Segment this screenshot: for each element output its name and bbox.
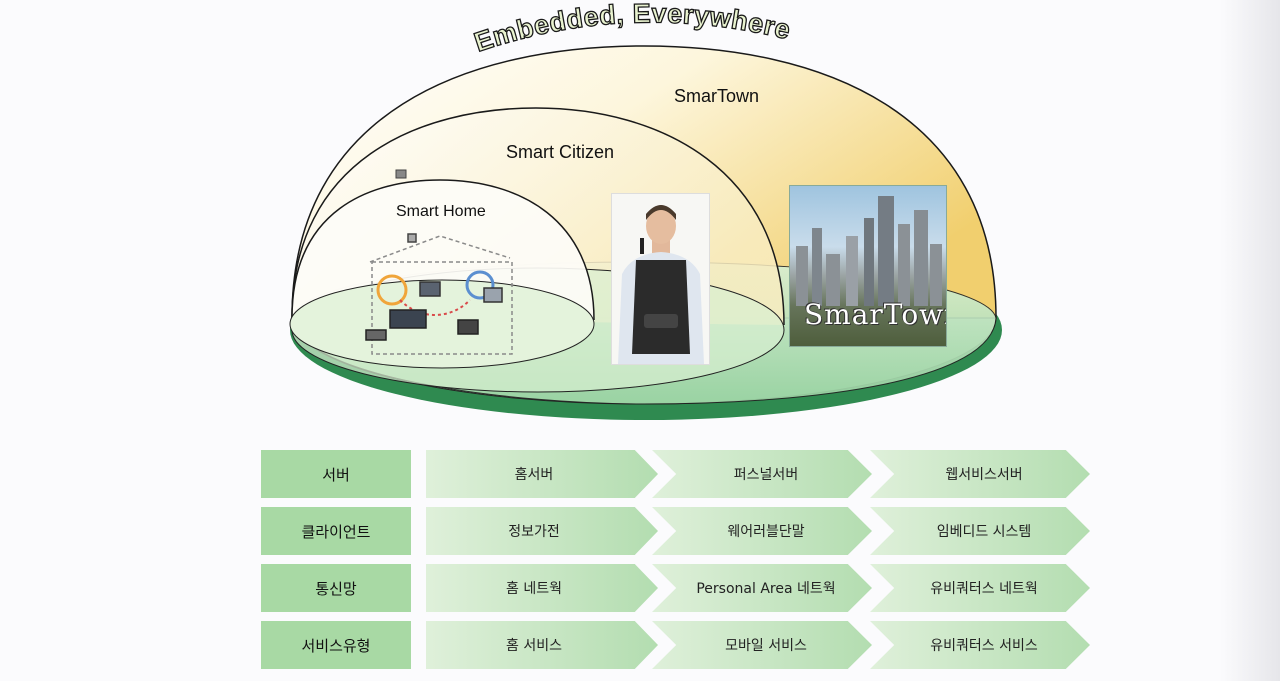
page-edge-shadow (1220, 0, 1280, 681)
cell-client-home: 정보가전 (426, 507, 658, 555)
cell-text: 웨어러블단말 (727, 524, 805, 540)
cell-server-personal: 퍼스널서버 (652, 450, 872, 498)
cell-text: 임베디드 시스템 (936, 524, 1032, 540)
smart-home-illustration (365, 233, 513, 355)
label-smartown: SmarTown (674, 86, 759, 106)
device-icon (395, 169, 407, 179)
cell-text: 홈 서비스 (506, 638, 562, 654)
citizen-figure (618, 205, 704, 364)
cell-text: 유비쿼터스 서비스 (930, 638, 1038, 654)
cell-text: 홈 네트웍 (506, 581, 562, 597)
cell-network-web: 유비쿼터스 네트웍 (870, 564, 1090, 612)
cell-network-home: 홈 네트웍 (426, 564, 658, 612)
cell-client-web: 임베디드 시스템 (870, 507, 1090, 555)
cell-client-personal: 웨어러블단말 (652, 507, 872, 555)
cell-text: 퍼스널서버 (733, 467, 799, 483)
building (898, 224, 910, 306)
building (796, 246, 808, 306)
cell-text: 웹서비스서버 (945, 467, 1023, 483)
building (930, 244, 942, 306)
smartown-city-photo: SmarTown (789, 185, 947, 347)
row-label-client: 클라이언트 (261, 507, 411, 555)
cell-service-personal: 모바일 서비스 (652, 621, 872, 669)
row-label-server: 서버 (261, 450, 411, 498)
building (878, 196, 894, 306)
cell-text: 정보가전 (508, 524, 560, 540)
row-label-network: 통신망 (261, 564, 411, 612)
row-label-service-type: 서비스유형 (261, 621, 411, 669)
cell-text: 유비쿼터스 네트웍 (930, 581, 1038, 597)
label-smart-home: Smart Home (396, 203, 486, 220)
cell-service-home: 홈 서비스 (426, 621, 658, 669)
cell-server-web: 웹서비스서버 (870, 450, 1090, 498)
cell-service-web: 유비쿼터스 서비스 (870, 621, 1090, 669)
cell-text: 모바일 서비스 (725, 638, 807, 654)
cell-server-home: 홈서버 (426, 450, 658, 498)
smartown-photo-caption: SmarTown (804, 298, 946, 331)
cell-text: 홈서버 (514, 467, 554, 483)
cell-text: Personal Area 네트웍 (696, 581, 836, 597)
smart-citizen-photo (611, 193, 710, 365)
building (864, 218, 874, 306)
building (914, 210, 928, 306)
cell-network-personal: Personal Area 네트웍 (652, 564, 872, 612)
floor-inner (289, 279, 595, 369)
building (826, 254, 840, 306)
dome-inner-home (291, 179, 595, 321)
building (812, 228, 822, 306)
label-smart-citizen: Smart Citizen (506, 142, 614, 162)
building (846, 236, 858, 306)
